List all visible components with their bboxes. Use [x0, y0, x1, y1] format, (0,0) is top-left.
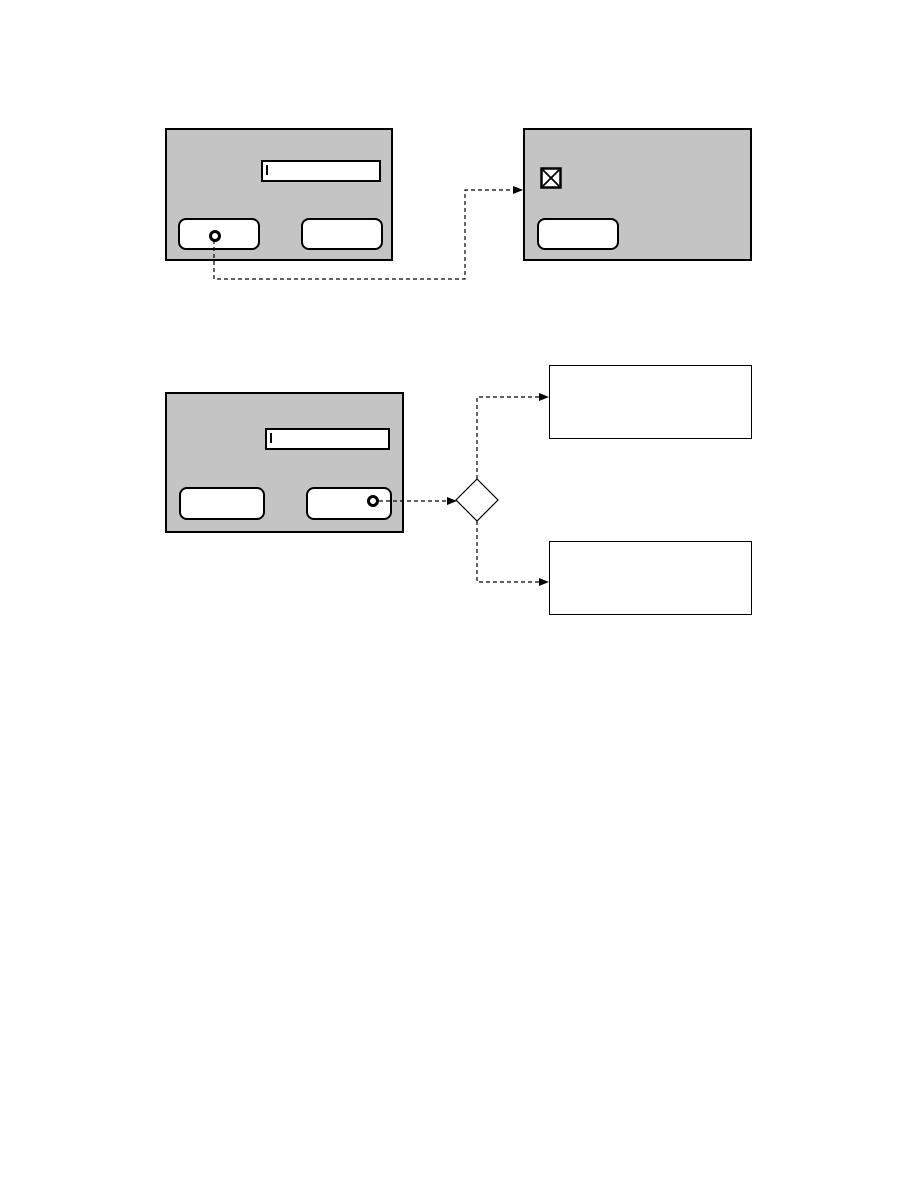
text-caret — [270, 433, 272, 443]
decision-diamond — [455, 478, 499, 522]
outcome-screen-1 — [549, 365, 752, 439]
bottom-source-screen — [165, 392, 404, 533]
bottom-source-text-field[interactable] — [265, 428, 390, 450]
top-source-screen — [165, 128, 393, 261]
top-source-button-right[interactable] — [301, 218, 383, 250]
outcome-screen-2 — [549, 541, 752, 615]
bottom-source-button-right[interactable] — [306, 487, 392, 520]
text-caret — [266, 165, 268, 175]
ring-icon — [209, 230, 221, 242]
decision-branch-upper — [476, 393, 549, 479]
bottom-source-button-left[interactable] — [179, 487, 265, 520]
checked-box-icon[interactable] — [540, 167, 562, 189]
ring-icon — [367, 495, 379, 507]
top-target-button[interactable] — [537, 218, 619, 250]
decision-branch-lower — [476, 521, 549, 586]
top-target-screen — [523, 128, 752, 261]
top-source-text-field[interactable] — [261, 160, 381, 182]
